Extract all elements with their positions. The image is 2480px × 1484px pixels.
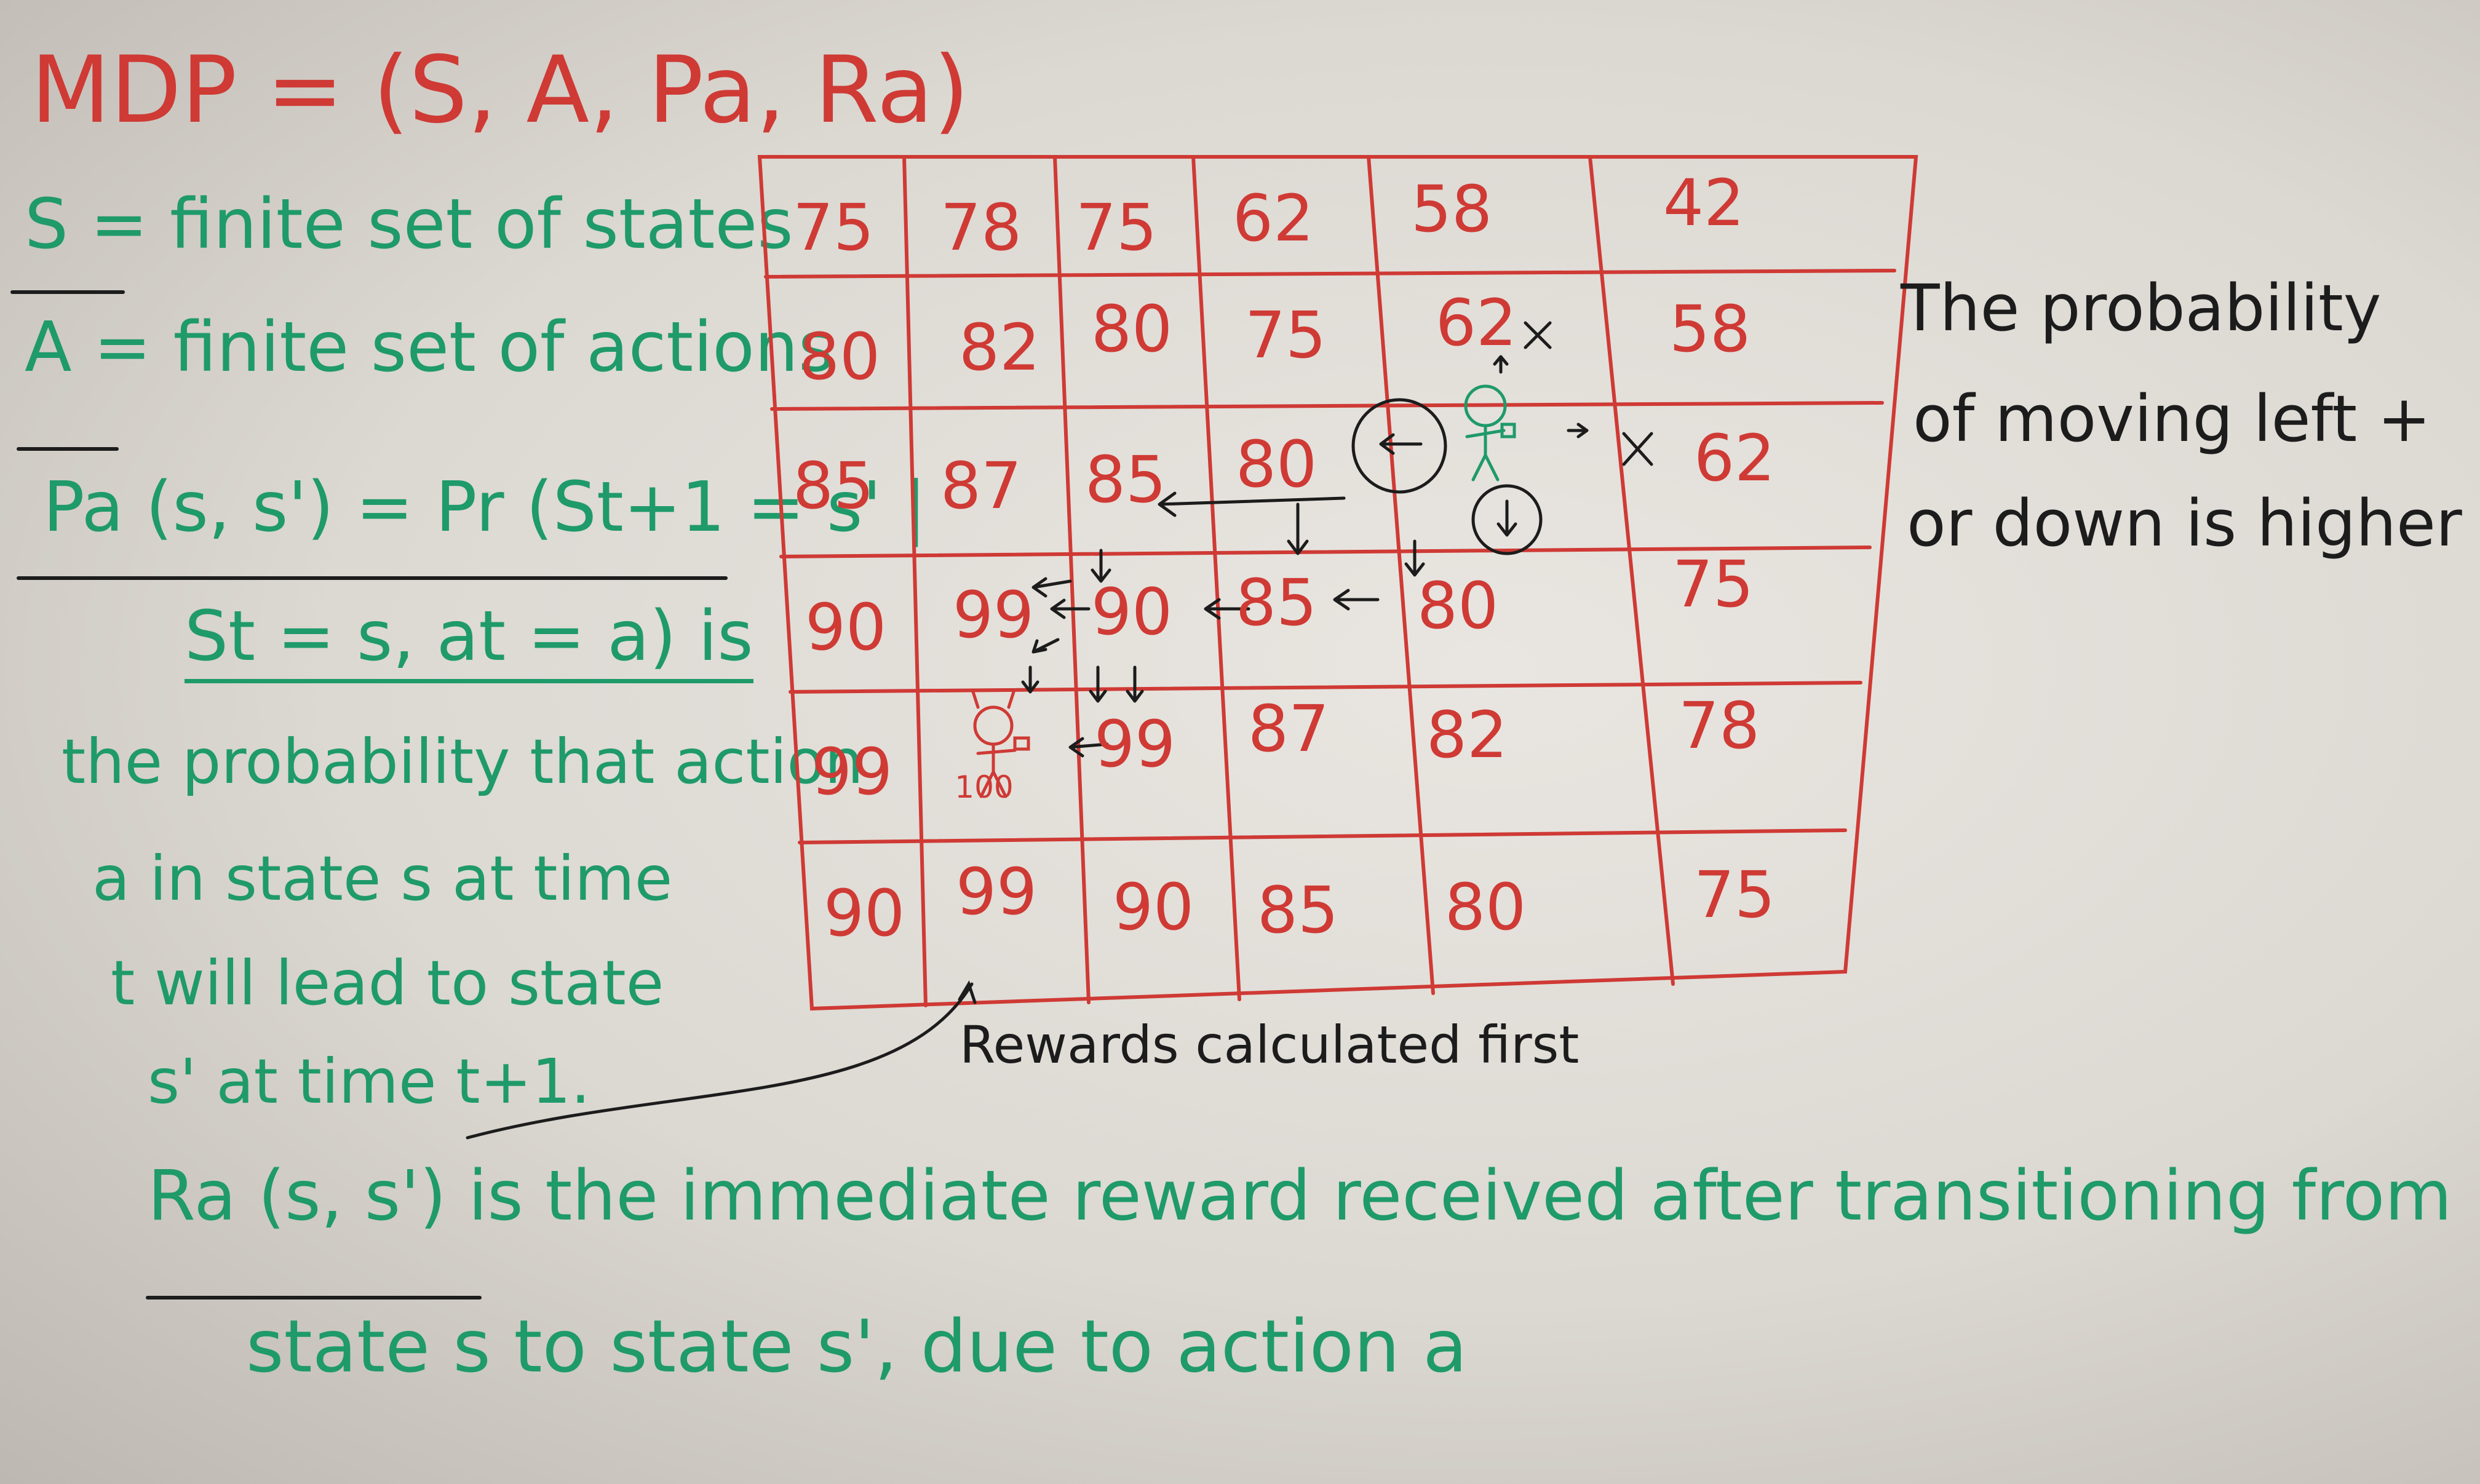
reward-definition-line-2: state s to state s', due to action a [246,1304,1468,1389]
grid-line-h2 [770,401,1884,411]
transition-prob-line-4: a in state s at time [92,843,673,915]
arrow-down-2 [1091,549,1111,583]
grid-cell: 75 [792,190,875,265]
grid-cell: 62 [1232,181,1314,256]
arrow-right-small [1567,423,1589,438]
grid-line-h5 [798,828,1847,844]
states-definition: S = finite set of states [25,185,793,264]
grid-cell: 99 [1094,707,1176,782]
grid-cell: 90 [823,876,905,951]
goal-flag [1013,736,1030,751]
mdp-title: MDP = (S, A, Pa, Ra) [31,37,969,144]
circle-left-arrow [1379,433,1423,455]
grid-cell: 62 [1693,421,1776,496]
grid-cell: 85 [1235,565,1318,640]
grid-cell: 75 [1693,857,1776,932]
arrow-down-5 [1089,665,1107,703]
grid-cell: 85 [792,448,875,523]
arrow-down-1 [1287,502,1309,555]
goal-horns [971,690,1015,709]
grid-line-h4 [789,681,1862,694]
grid-line-h1 [764,269,1896,279]
agent-figure [1464,384,1516,482]
arrow-left-1 [1158,491,1346,517]
reward-definition-line-1: Ra (s, s') is the immediate reward recei… [148,1156,2452,1236]
grid-cell: 87 [940,448,1022,523]
transition-prob-line-2: St = s, at = a) is [185,597,753,683]
grid-cell: 80 [798,319,881,394]
agent-flag [1500,423,1516,438]
grid-cell: 99 [955,854,1038,929]
grid-cell: 75 [1244,298,1327,373]
grid-line-v2 [1053,155,1091,1004]
arrow-left-5 [1031,577,1072,598]
grid-line-v1 [902,155,928,1007]
arrow-down-4 [1021,665,1039,694]
arrow-left-3 [1204,598,1250,620]
circle-down-arrow [1496,499,1517,537]
actions-definition: A = finite set of actions [25,308,835,387]
note-line-1: The probability [1901,271,2382,346]
grid-cell: 80 [1091,292,1173,367]
down-choice-circle [1471,484,1543,555]
arrow-left-4 [1050,598,1091,619]
grid-cell: 99 [811,734,893,809]
transition-prob-line-5: t will lead to state [111,947,664,1019]
grid-cell: 58 [1669,292,1751,367]
grid-cell: 82 [1426,697,1508,772]
grid-cell: 75 [1075,190,1158,265]
grid-line-v3 [1191,155,1241,1001]
goal-figure [971,690,1030,798]
grid-cell: 85 [1257,873,1339,948]
arrow-left-2 [1333,589,1380,611]
left-choice-circle [1351,398,1447,494]
arrow-down-left [1031,638,1060,654]
arrow-down-6 [1126,665,1144,703]
grid-cell: 78 [1678,688,1760,763]
note-line-2: of moving left + [1913,381,2431,456]
grid-cell: 90 [805,590,887,665]
rewards-curve-arrow [466,982,974,1140]
goal-head [973,705,1014,746]
grid-cell: 80 [1235,427,1318,502]
rewards-curve-arrowhead [958,980,977,1004]
arrow-left-6 [1068,737,1109,758]
grid-border [757,155,1918,1011]
grid-cell: 62 [1435,285,1517,360]
grid-cell: 82 [958,310,1041,385]
rewards-note: Rewards calculated first [960,1015,1580,1075]
grid-cell: 80 [1444,870,1527,945]
grid-cell: 75 [1672,547,1754,622]
transition-prob-line-6: s' at time t+1. [148,1046,590,1117]
underlines [10,290,728,1299]
grid-cell: 90 [1091,574,1173,649]
grid-cell: 85 [1084,442,1167,517]
grid-cell: 58 [1410,172,1493,247]
arrow-down-3 [1404,539,1425,577]
grid-cell: 78 [940,190,1022,265]
goal-body [976,742,1017,798]
path-arrows [466,321,1653,1140]
grid-cell: 99 [952,577,1035,653]
grid-cell: 42 [1663,165,1745,240]
cross-mark-2 [1622,432,1653,466]
cross-mark-1 [1524,321,1552,349]
grid-line-v4 [1367,155,1435,995]
grid-cell: 90 [1112,870,1194,945]
transition-prob-line-3: the probability that action [62,726,864,798]
grid-cell: 80 [1417,568,1499,643]
grid-lines [757,155,1918,1011]
arrow-up-small [1493,355,1509,374]
agent-body [1465,424,1506,482]
goal-reward: 100 [955,769,1014,805]
grid-line-h3 [779,546,1872,558]
note-line-3: or down is higher [1907,486,2462,561]
grid-line-v5 [1588,155,1675,986]
grid-cell: 87 [1247,691,1330,766]
